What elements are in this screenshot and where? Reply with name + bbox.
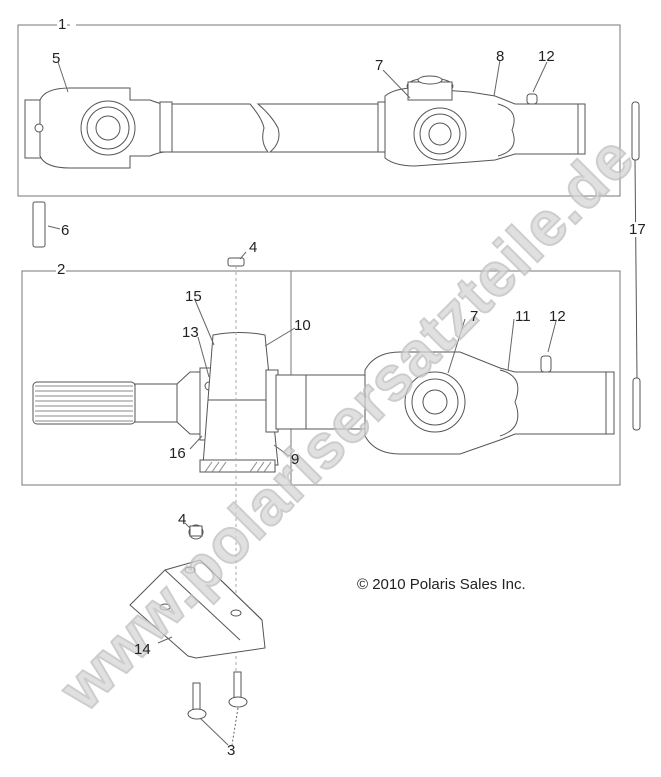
- bolts-3: [187, 671, 248, 746]
- callout-6: 6: [61, 222, 70, 239]
- callout-14: 14: [134, 641, 151, 658]
- bottom-shaft: [32, 332, 615, 473]
- top-shaft: [24, 75, 586, 169]
- callout-17: 17: [628, 221, 647, 238]
- callout-2: 2: [56, 261, 67, 278]
- callout-4-bracket: 4: [178, 511, 187, 528]
- callout-10: 10: [294, 317, 311, 334]
- callout-4-top: 4: [249, 239, 258, 256]
- callout-1: 1: [57, 16, 68, 33]
- callout-12-top: 12: [538, 48, 555, 65]
- callout-5: 5: [52, 50, 61, 67]
- callout-9: 9: [291, 451, 300, 468]
- callout-7-top: 7: [375, 57, 384, 74]
- callout-11: 11: [515, 308, 531, 325]
- frame-1: [17, 24, 621, 197]
- callout-13: 13: [182, 324, 199, 341]
- mounting-bracket-14: [129, 524, 266, 659]
- callout-15: 15: [185, 288, 202, 305]
- callout-12-bottom: 12: [549, 308, 566, 325]
- callout-16: 16: [169, 445, 186, 462]
- callout-3: 3: [227, 742, 236, 759]
- callout-7-bottom: 7: [470, 308, 479, 325]
- copyright-notice: © 2010 Polaris Sales Inc.: [357, 576, 526, 593]
- roll-pin-6: [32, 201, 46, 248]
- callout-8: 8: [496, 48, 505, 65]
